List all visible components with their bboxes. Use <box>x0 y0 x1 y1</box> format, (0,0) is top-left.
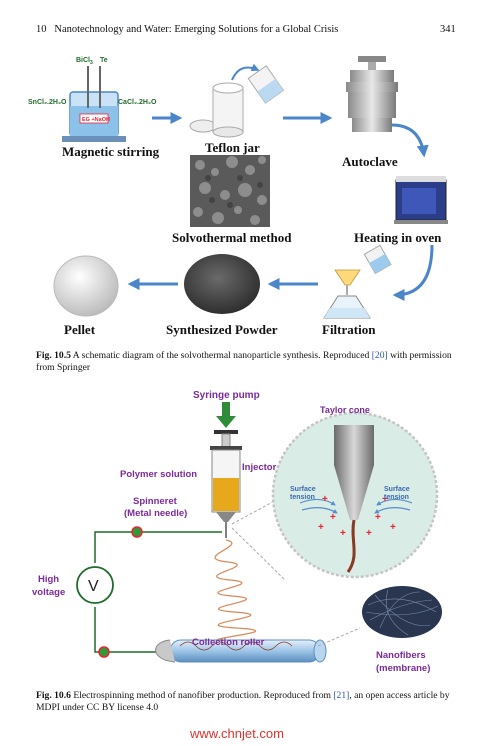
label-synthesized-powder: Synthesized Powder <box>166 322 278 337</box>
teflon-jar-illustration <box>189 63 285 138</box>
label-injector: Injector <box>242 462 277 473</box>
label-high: High <box>38 574 60 585</box>
chem-cacl2: CaCl₂.2H₂O <box>118 99 157 106</box>
caption-text: , an open access article by MDPI under C… <box>36 690 450 713</box>
polymer-jet <box>214 539 257 643</box>
label-autoclave: Autoclave <box>342 154 398 169</box>
label-teflon-jar: Teflon jar <box>205 140 260 155</box>
filtration-illustration <box>323 244 392 319</box>
autoclave-illustration <box>346 56 398 132</box>
label-surface-tension-left-2: tension <box>290 494 315 501</box>
electrospinning-figure: ++ ++ ++ ++ V <box>76 402 442 663</box>
label-magnetic-stirring: Magnetic stirring <box>62 144 160 159</box>
label-polymer-solution: Polymer solution <box>120 469 198 480</box>
svg-text:V: V <box>88 578 99 595</box>
label-nanofibers: Nanofibers <box>376 650 426 661</box>
voltmeter-icon <box>76 566 114 604</box>
label-pellet: Pellet <box>64 322 96 337</box>
chem-te: Te <box>100 57 108 64</box>
svg-text:+: + <box>390 522 396 533</box>
chem-sncl2: SnCl₂.2H₂O <box>28 99 67 106</box>
label-surface-tension-left-1: Surface <box>290 486 316 493</box>
reference-link[interactable]: [21] <box>333 690 350 701</box>
watermark-text: www.chnjet.com <box>190 726 284 741</box>
label-heating-in-oven: Heating in oven <box>354 230 442 245</box>
sem-micrograph <box>190 155 270 227</box>
label-voltage: voltage <box>32 587 66 598</box>
figure-10-6-caption: Fig. 10.6 Electrospinning method of nano… <box>36 690 466 714</box>
oven-illustration <box>394 176 448 224</box>
caption-text: with permission from Springer <box>36 350 452 373</box>
beaker-label: EG +NaOH <box>82 117 110 123</box>
pellet-illustration <box>53 255 119 317</box>
svg-text:+: + <box>330 512 336 523</box>
beaker-illustration <box>62 66 126 142</box>
chapter-number: 10 <box>36 24 47 35</box>
svg-text:+: + <box>382 494 388 505</box>
svg-text:+: + <box>322 494 328 505</box>
chem-bicl3-subscript: 3 <box>90 60 93 66</box>
label-spinneret: Spinneret <box>133 496 177 507</box>
label-syringe-pump: Syringe pump <box>193 390 260 401</box>
running-header: 10 Nanotechnology and Water: Emerging So… <box>36 24 338 35</box>
caption-text: A schematic diagram of the solvothermal … <box>70 350 372 361</box>
label-membrane: (membrane) <box>376 663 431 674</box>
caption-label: Fig. 10.5 <box>36 350 71 361</box>
page-number: 341 <box>440 24 456 35</box>
syringe-illustration <box>210 430 242 538</box>
svg-text:+: + <box>340 528 346 539</box>
caption-label: Fig. 10.6 <box>36 690 71 701</box>
caption-text: Electrospinning method of nanofiber prod… <box>70 690 334 701</box>
running-title: Nanotechnology and Water: Emerging Solut… <box>54 24 339 35</box>
chem-bicl3: BiCl3 <box>76 57 93 66</box>
reference-link[interactable]: [20] <box>371 350 388 361</box>
svg-text:+: + <box>318 522 324 533</box>
nanofiber-mat <box>362 586 442 638</box>
label-surface-tension-right-1: Surface <box>384 486 410 493</box>
label-metal-needle: (Metal needle) <box>124 508 188 519</box>
label-solvothermal-method: Solvothermal method <box>172 230 292 245</box>
solvothermal-figure: BiCl3 Te SnCl₂.2H₂O CaCl₂.2H₂O EG +NaOH <box>28 56 448 319</box>
svg-text:+: + <box>366 528 372 539</box>
powder-illustration <box>184 254 260 314</box>
svg-text:+: + <box>375 512 381 523</box>
label-filtration: Filtration <box>322 322 376 337</box>
label-surface-tension-right-2: tension <box>384 494 409 501</box>
collection-roller-illustration <box>155 639 327 663</box>
figure-10-5-caption: Fig. 10.5 A schematic diagram of the sol… <box>36 350 466 374</box>
label-collection-roller: Collection roller <box>192 637 265 648</box>
label-taylor-cone: Taylor cone <box>320 405 370 415</box>
